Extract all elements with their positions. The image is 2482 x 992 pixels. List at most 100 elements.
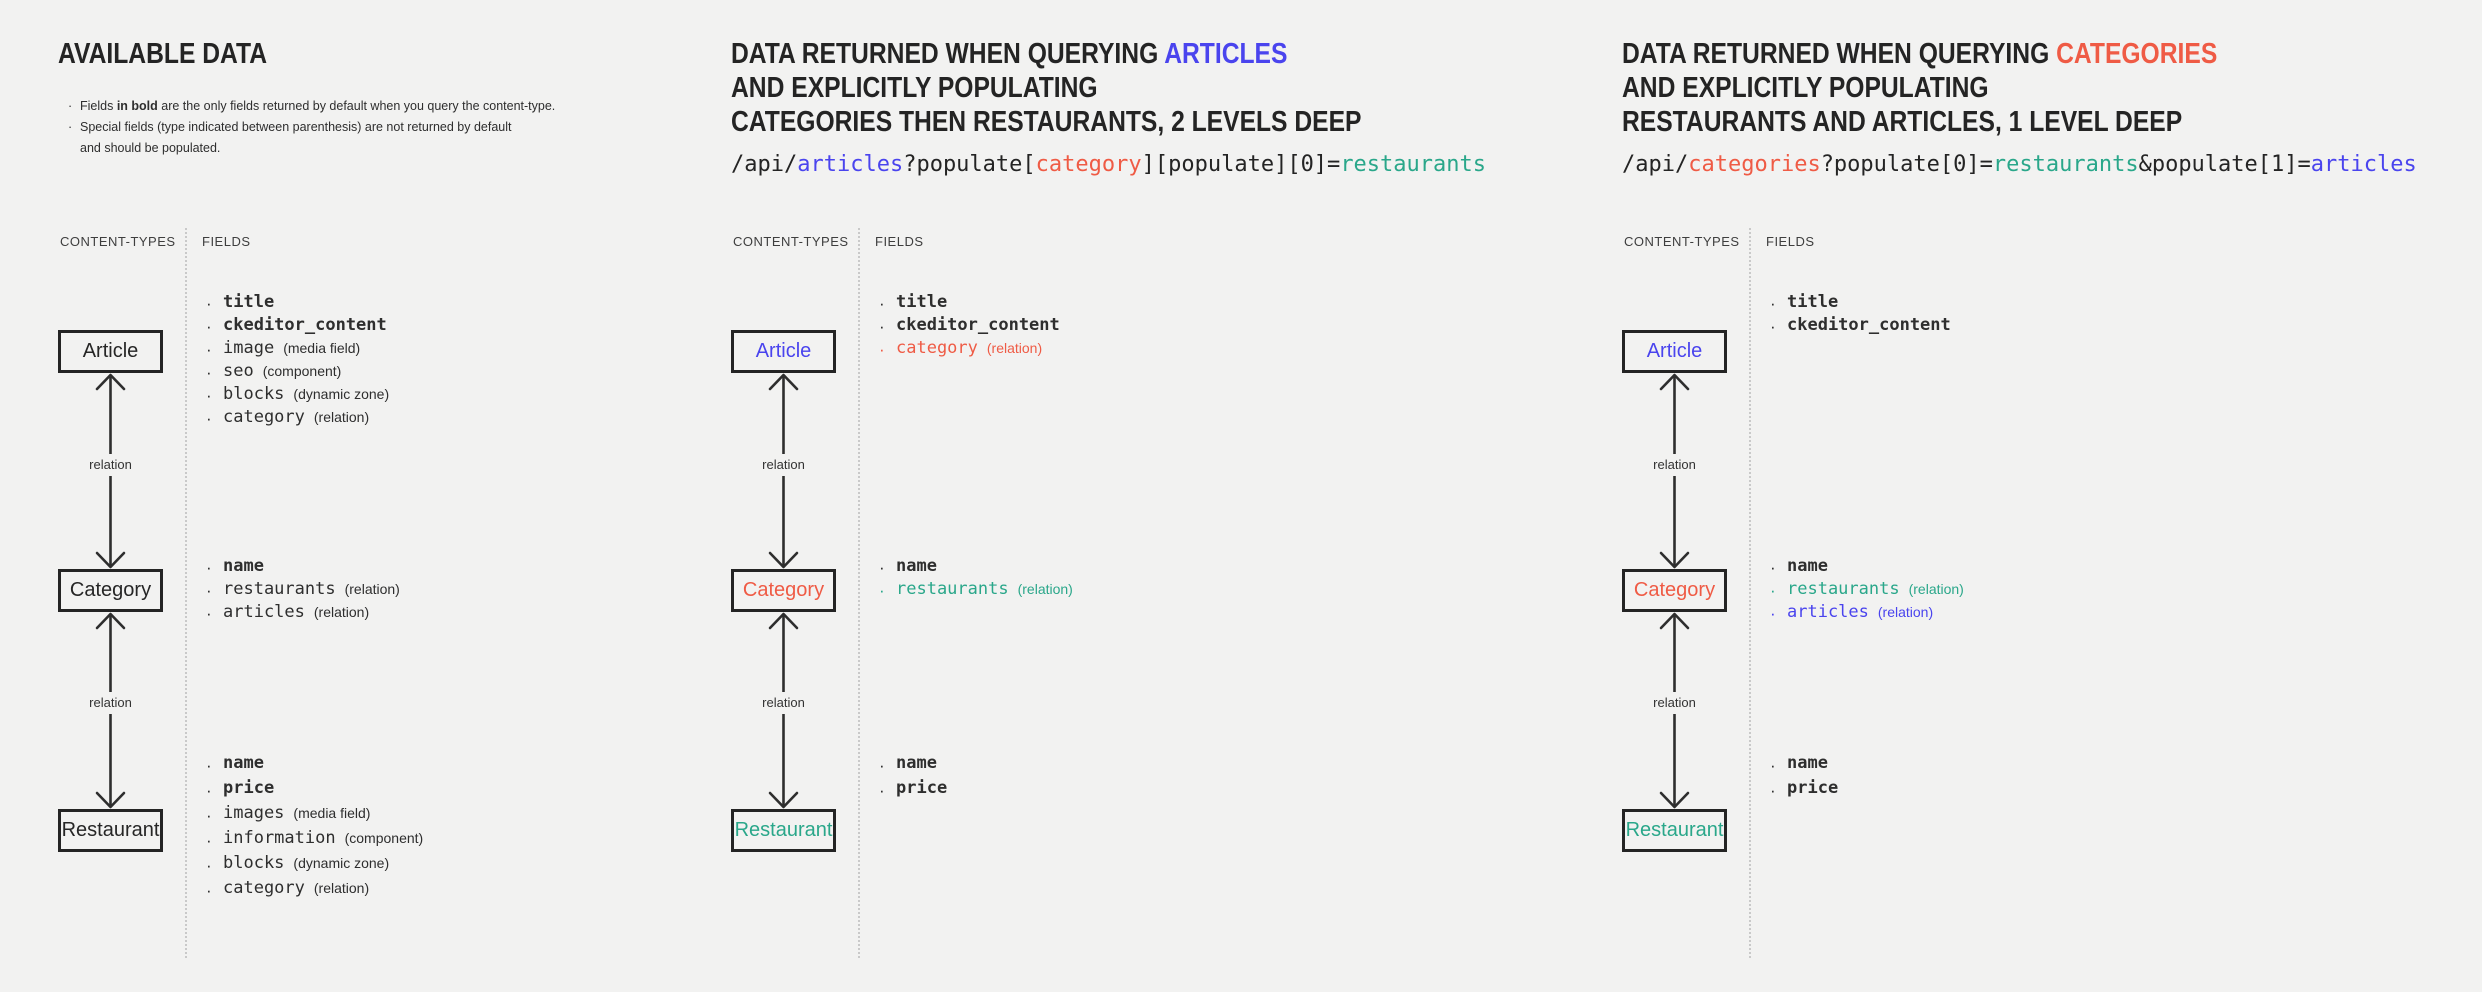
field-row: · category (relation): [879, 338, 1060, 361]
field-row: · ckeditor_content: [1770, 315, 1951, 338]
field-name: blocks: [223, 853, 285, 873]
bullet-dot: ·: [879, 581, 885, 600]
fields-column-header: FIELDS: [202, 234, 251, 249]
code-segment: ?populate[: [903, 152, 1036, 177]
content-type-label: Restaurant: [1625, 819, 1724, 841]
content-type-box-article: Article: [58, 330, 163, 373]
note-text: Fields: [80, 99, 117, 113]
field-name: category: [896, 338, 978, 358]
relation-label: relation: [745, 454, 822, 476]
bullet-dot: ·: [1770, 781, 1776, 800]
relation-label: relation: [1636, 692, 1713, 714]
panel-title: AVAILABLE DATA: [58, 37, 267, 71]
bullet-dot: ·: [206, 317, 212, 336]
code-segment: ?populate[0]=: [1820, 152, 1993, 177]
code-segment: /api/: [1622, 152, 1689, 177]
content-type-label: Restaurant: [61, 819, 160, 841]
title-line: AVAILABLE DATA: [58, 37, 267, 71]
bullet-dot: ·: [879, 294, 885, 313]
field-row: ·name: [879, 556, 1073, 579]
field-list: ·name·restaurants(relation)·articles(rel…: [206, 556, 400, 625]
field-row: ·name: [1770, 753, 1838, 778]
field-list: ·name·restaurants(relation): [879, 556, 1073, 602]
field-row: ·category(relation): [206, 407, 389, 430]
bullet-dot: ·: [206, 558, 212, 577]
code-segment: articles: [797, 152, 904, 177]
title-line: AND EXPLICITLY POPULATING: [731, 71, 1361, 105]
relation-label: relation: [1636, 454, 1713, 476]
title-text: AVAILABLE DATA: [58, 38, 268, 70]
content-type-box-restaurant: Restaurant: [731, 809, 836, 852]
field-annotation: (relation): [986, 340, 1043, 356]
bullet-dot: ·: [879, 756, 885, 775]
field-row: ·image(media field): [206, 338, 389, 361]
bullet-dot: ·: [206, 340, 212, 359]
notes: ·Fields in bold are the only fields retu…: [68, 96, 555, 159]
content-type-box-restaurant: Restaurant: [1622, 809, 1727, 852]
field-list: ·name·price: [879, 753, 947, 803]
title-text: CATEGORIES: [2056, 38, 2218, 70]
field-annotation: (dynamic zone): [293, 855, 390, 871]
code-segment: category: [1035, 152, 1142, 177]
field-name: ckeditor_content: [1787, 315, 1951, 335]
field-row: ·title: [1770, 292, 1951, 315]
field-row: ·information(component): [206, 828, 423, 853]
field-row: ·ckeditor_content: [879, 315, 1060, 338]
bullet-dot: ·: [879, 317, 885, 336]
field-name: image: [223, 338, 275, 358]
code-segment: articles: [2310, 152, 2417, 177]
field-name: name: [1787, 753, 1828, 773]
field-name: articles: [1787, 602, 1869, 622]
content-type-box-category: Category: [58, 569, 163, 612]
field-list: ·title·ckeditor_content·category(relatio…: [879, 292, 1060, 361]
field-name: seo: [223, 361, 254, 381]
title-text: AND EXPLICITLY POPULATING: [731, 72, 1098, 104]
field-name: price: [1787, 778, 1839, 798]
field-annotation: (media field): [293, 805, 371, 821]
relation-label: relation: [72, 692, 149, 714]
content-type-label: Article: [82, 340, 139, 362]
content-type-box-category: Category: [1622, 569, 1727, 612]
field-name: title: [223, 292, 275, 312]
field-name: title: [896, 292, 948, 312]
bullet-dot: ·: [206, 831, 212, 850]
field-row: ·restaurants(relation): [1770, 579, 1964, 602]
code-segment: restaurants: [1340, 152, 1487, 177]
title-line: DATA RETURNED WHEN QUERYING CATEGORIES: [1622, 37, 2217, 71]
content-type-label: Restaurant: [734, 819, 833, 841]
bullet-dot: ·: [1770, 317, 1776, 336]
content-types-column-header: CONTENT-TYPES: [733, 234, 849, 249]
relation-label: relation: [745, 692, 822, 714]
field-list: ·name·restaurants(relation)·articles(rel…: [1770, 556, 1964, 625]
title-line: DATA RETURNED WHEN QUERYING ARTICLES: [731, 37, 1361, 71]
api-query-code: /api/articles?populate[category][populat…: [731, 149, 1486, 181]
content-type-label: Article: [755, 340, 812, 362]
field-row: ·articles(relation): [1770, 602, 1964, 625]
bullet-dot: ·: [879, 340, 885, 359]
field-name: images: [223, 803, 285, 823]
title-text: CATEGORIES THEN RESTAURANTS, 2 LEVELS DE…: [731, 106, 1362, 138]
column-divider: [185, 228, 187, 958]
field-row: ·restaurants(relation): [879, 579, 1073, 602]
content-type-box-category: Category: [731, 569, 836, 612]
bullet-dot: ·: [68, 120, 73, 134]
bullet-dot: ·: [206, 881, 212, 900]
code-segment: restaurants: [1992, 152, 2139, 177]
content-type-box-restaurant: Restaurant: [58, 809, 163, 852]
column-divider: [1749, 228, 1751, 958]
field-row: ·images(media field): [206, 803, 423, 828]
bullet-dot: ·: [68, 99, 73, 113]
field-name: ckeditor_content: [223, 315, 387, 335]
field-name: name: [896, 753, 937, 773]
title-line: CATEGORIES THEN RESTAURANTS, 2 LEVELS DE…: [731, 105, 1361, 139]
bullet-dot: ·: [206, 781, 212, 800]
note-line: ·Fields in bold are the only fields retu…: [68, 96, 555, 117]
bullet-dot: ·: [206, 581, 212, 600]
field-list: ·title · ckeditor_content: [1770, 292, 1951, 338]
field-row: · ckeditor_content: [206, 315, 389, 338]
fields-column-header: FIELDS: [875, 234, 924, 249]
field-row: · name: [879, 753, 947, 778]
